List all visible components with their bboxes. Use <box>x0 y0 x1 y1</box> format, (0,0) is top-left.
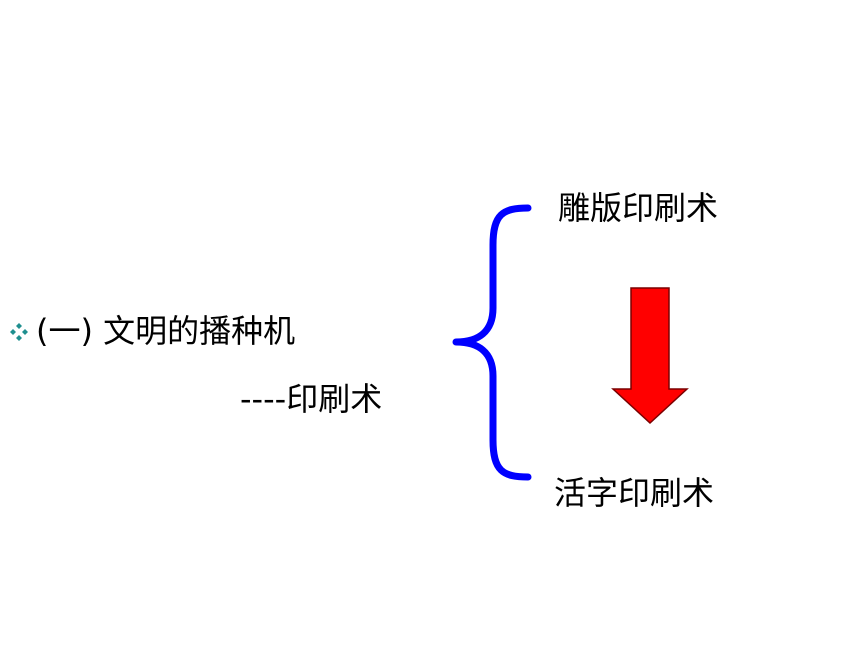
slide-subheading: ----印刷术 <box>240 380 383 418</box>
stage-movable-type-printing: 活字印刷术 <box>554 474 715 512</box>
curly-brace <box>452 204 532 481</box>
stage-woodblock-printing: 雕版印刷术 <box>558 189 719 227</box>
down-arrow-icon <box>611 287 689 425</box>
four-diamond-bullet-icon <box>10 323 28 341</box>
slide-heading: (一) 文明的播种机 <box>36 312 296 350</box>
